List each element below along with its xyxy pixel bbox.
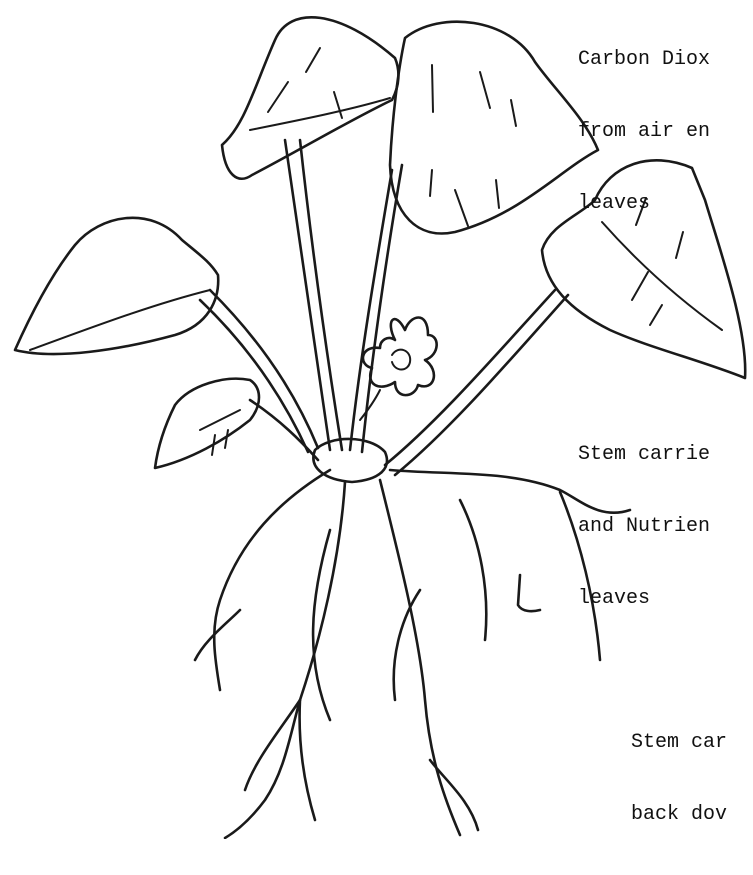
co2-label-line-3: leaves [578,192,710,216]
stem-up-label-line-3: leaves [578,587,710,611]
co2-label: Carbon Diox from air en leaves [578,0,710,264]
leaf-top-left-midrib [250,98,390,130]
leaf-top-center [390,22,598,234]
plant-diagram: Carbon Diox from air en leaves Stem carr… [0,0,753,839]
leaf-left [15,218,218,354]
stem-2 [350,170,392,450]
stem-down-label-line-2: back dov [631,803,727,827]
root-main [225,482,345,838]
stem-up-label-line-2: and Nutrien [578,515,710,539]
stem-3 [385,290,555,465]
stem-up-label: Stem carrie and Nutrien leaves [578,395,710,659]
stem-up-label-line-1: Stem carrie [578,443,710,467]
stem-down-label: Stem car back dov [631,683,727,875]
stem-4 [210,290,318,448]
stem-1 [285,140,330,450]
stem-down-label-line-1: Stem car [631,731,727,755]
leaf-small [155,379,259,468]
co2-label-line-2: from air en [578,120,710,144]
co2-label-line-1: Carbon Diox [578,48,710,72]
leaf-top-left [222,17,398,178]
